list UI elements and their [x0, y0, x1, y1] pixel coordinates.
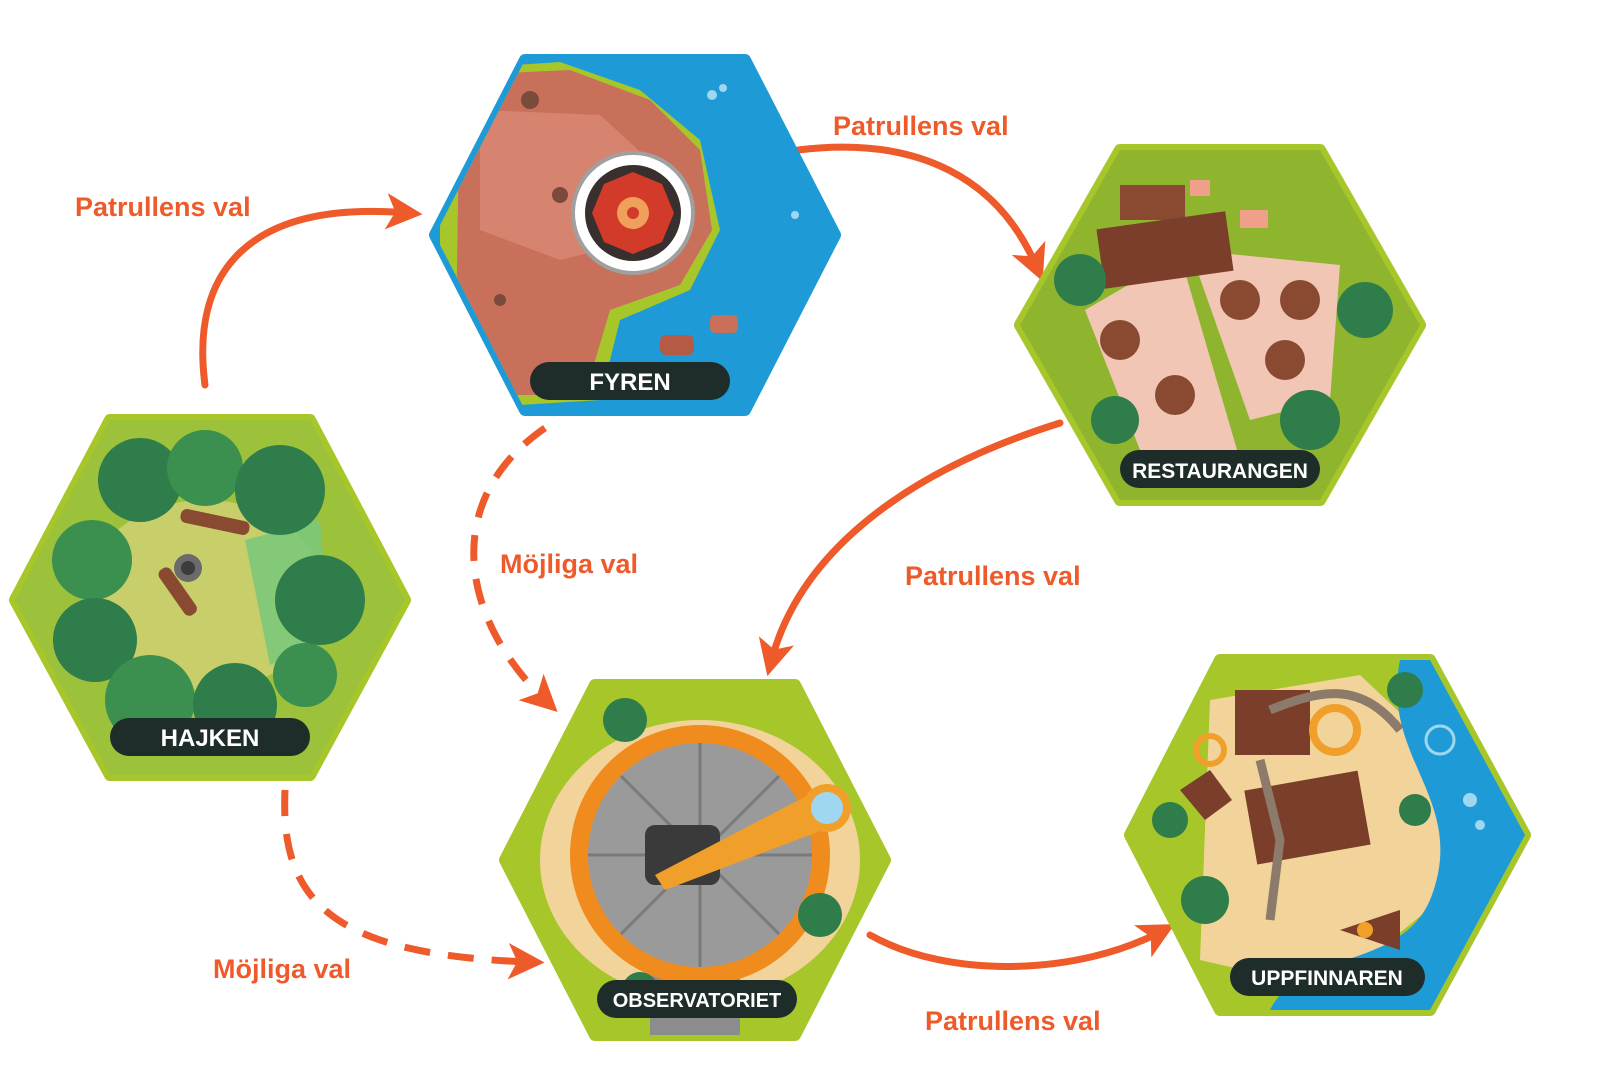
edge-arrow — [281, 789, 545, 980]
node-label-pill — [597, 980, 797, 1018]
edge-restaurangen-to-observatoriet: Patrullens val — [758, 419, 1081, 677]
edge-fyren-to-observatoriet: Möjliga val — [470, 425, 638, 712]
edge-label: Möjliga val — [213, 954, 351, 984]
observatory-scene — [505, 685, 885, 1035]
edge-arrow — [866, 924, 1175, 970]
node-observatoriet: OBSERVATORIET — [499, 679, 891, 1041]
node-label: HAJKEN — [161, 725, 260, 752]
edge-label: Patrullens val — [75, 192, 251, 222]
edge-label: Patrullens val — [925, 1006, 1101, 1036]
edge-arrow — [199, 193, 423, 389]
node-hajken: HAJKEN — [9, 414, 411, 781]
edge-observatoriet-to-uppfinnaren: Patrullens val — [866, 924, 1175, 1036]
node-label: OBSERVATORIET — [613, 990, 782, 1012]
edge-hajken-to-fyren: Patrullens val — [75, 192, 423, 389]
node-label-pill — [1120, 450, 1320, 488]
node-uppfinnaren: UPPFINNAREN — [1124, 654, 1531, 1016]
node-label-pill — [530, 362, 730, 400]
inventor-workshop-scene — [1130, 660, 1525, 1010]
node-fyren: FYREN — [429, 54, 841, 416]
node-label-pill — [110, 718, 310, 756]
node-restaurangen: RESTAURANGEN — [1014, 144, 1426, 506]
restaurant-patio-scene — [1020, 150, 1420, 500]
forest-camp-scene — [15, 420, 405, 775]
edge-label: Patrullens val — [905, 561, 1081, 591]
edge-arrow — [758, 419, 1064, 677]
node-label: RESTAURANGEN — [1132, 460, 1308, 483]
edge-arrow — [794, 143, 1046, 282]
edge-label: Möjliga val — [500, 549, 638, 579]
node-label: FYREN — [589, 369, 670, 396]
edge-fyren-to-restaurangen: Patrullens val — [794, 111, 1046, 282]
node-label-pill — [1230, 958, 1425, 996]
node-label: UPPFINNAREN — [1251, 967, 1403, 990]
edge-hajken-to-observatoriet: Möjliga val — [213, 789, 545, 984]
edge-label: Patrullens val — [833, 111, 1009, 141]
edge-arrow — [470, 425, 558, 712]
lighthouse-cliff-scene — [435, 60, 835, 410]
